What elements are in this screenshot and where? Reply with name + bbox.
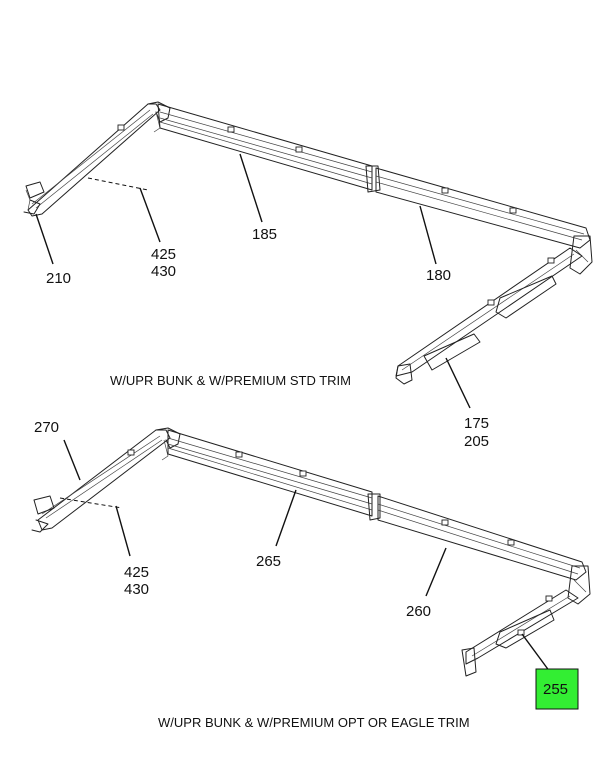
callout-255-highlight[interactable]: [535, 668, 579, 710]
bottom-trim-assembly: [31, 427, 591, 677]
bottom-callouts: 270 425 430 265 260 255: [34, 419, 579, 710]
bottom-right-rail[interactable]: [465, 589, 579, 665]
bottom-left-corner: [155, 427, 181, 449]
top-right-corner: [569, 235, 593, 275]
bottom-view-caption: W/UPR BUNK & W/PREMIUM OPT OR EAGLE TRIM: [158, 715, 470, 730]
callout-425-top[interactable]: 425: [151, 246, 176, 263]
top-leaders: [35, 153, 471, 409]
callout-255[interactable]: 255: [543, 681, 568, 698]
top-trim-assembly: [23, 101, 593, 385]
callout-210[interactable]: 210: [46, 270, 71, 287]
top-rail-180[interactable]: [375, 167, 591, 249]
callout-180[interactable]: 180: [426, 267, 451, 284]
callout-260[interactable]: 260: [406, 603, 431, 620]
callout-430-bottom[interactable]: 430: [124, 581, 149, 598]
bottom-rail-260[interactable]: [377, 495, 587, 581]
callout-185[interactable]: 185: [252, 226, 277, 243]
bottom-right-corner: [567, 565, 591, 605]
top-rail-185[interactable]: [157, 103, 373, 191]
callout-425-bottom[interactable]: 425: [124, 564, 149, 581]
callout-175[interactable]: 175: [464, 415, 489, 432]
callout-430-top[interactable]: 430: [151, 263, 176, 280]
top-left-rail[interactable]: [27, 103, 161, 217]
top-callouts: 210 425 430 185 180 175 205: [46, 226, 489, 450]
top-right-rail[interactable]: [395, 247, 583, 377]
bottom-rail-265[interactable]: [167, 429, 373, 517]
bottom-leaders: [59, 439, 551, 673]
callout-265[interactable]: 265: [256, 553, 281, 570]
top-view-caption: W/UPR BUNK & W/PREMIUM STD TRIM: [110, 373, 351, 388]
callout-270[interactable]: 270: [34, 419, 59, 436]
bottom-left-rail[interactable]: [37, 429, 171, 531]
callout-205[interactable]: 205: [464, 433, 489, 450]
